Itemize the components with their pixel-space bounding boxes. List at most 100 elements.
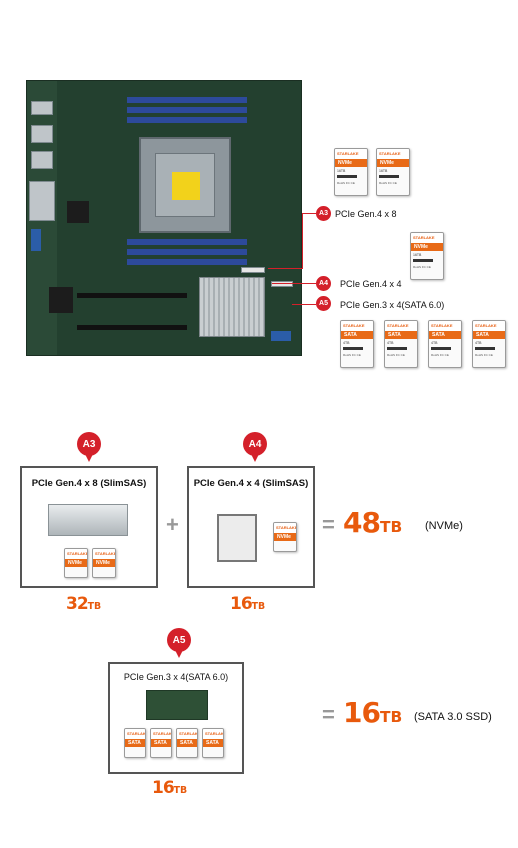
nvme-ssd-thumb: STARLAKE NVMe — [92, 548, 116, 578]
ssd-cert: RoHS FC CE — [387, 353, 405, 357]
callout-line-a4 — [272, 283, 316, 284]
sata-port — [271, 331, 291, 341]
sata-ssd-card: STARLAKE SATA 4TB RoHS FC CE — [340, 320, 374, 368]
chipset-heatsink — [199, 277, 265, 337]
ssd-capacity: 4TB — [431, 341, 438, 345]
ssd-cert: RoHS FC CE — [343, 353, 361, 357]
nvme-ssd-thumb: STARLAKE NVMe — [273, 522, 297, 552]
ssd-brand: STARLAKE — [125, 729, 145, 739]
motherboard-image — [26, 80, 302, 356]
ssd-cert: RoHS FC CE — [431, 353, 449, 357]
pin-label: A4 — [243, 432, 267, 456]
ssd-brand: STARLAKE — [429, 321, 461, 331]
config-title-a3: PCIe Gen.4 x 8 (SlimSAS) — [31, 478, 147, 489]
ssd-capacity: 16TB — [413, 253, 422, 257]
sata-total-note: (SATA 3.0 SSD) — [414, 711, 492, 723]
sata-board-closeup — [146, 690, 208, 720]
capacity-a3-number: 32 — [66, 594, 89, 614]
dimm-slot — [127, 249, 247, 255]
ssd-type: SATA — [125, 739, 145, 747]
sata-ssd-thumb: STARLAKE SATA — [124, 728, 146, 758]
callout-badge-a4: A4 — [316, 276, 331, 291]
pin-label: A3 — [77, 432, 101, 456]
capacity-a5-number: 16 — [152, 778, 175, 798]
ssd-type: SATA — [429, 331, 461, 339]
capacity-a3-unit: TB — [87, 601, 102, 612]
plus-sign: + — [166, 512, 179, 537]
ssd-brand: STARLAKE — [177, 729, 197, 739]
slimsas-connector-image — [48, 504, 128, 536]
lan-port — [31, 151, 53, 169]
sata-ssd-thumb: STARLAKE SATA — [202, 728, 224, 758]
usb-port — [31, 101, 53, 115]
callout-line-a5 — [292, 304, 316, 305]
ssd-type: NVMe — [93, 559, 115, 567]
ssd-brand: STARLAKE — [203, 729, 223, 739]
ssd-capacity: 16TB — [337, 169, 346, 173]
callout-badge-a3: A3 — [316, 206, 331, 221]
config-title-a5: PCIe Gen.3 x 4(SATA 6.0) — [123, 672, 229, 682]
ssd-type: SATA — [177, 739, 197, 747]
nvme-ssd-thumb: STARLAKE NVMe — [64, 548, 88, 578]
nvme-total-unit: TB — [379, 518, 403, 536]
nvme-ssd-card: STARLAKE NVMe 16TB RoHS FC CE — [376, 148, 410, 196]
ssd-type: SATA — [341, 331, 373, 339]
dimm-slot — [127, 239, 247, 245]
config-title-a4: PCIe Gen.4 x 4 (SlimSAS) — [193, 478, 309, 489]
callout-line-a3 — [268, 268, 303, 269]
ssd-capacity: 16TB — [379, 169, 388, 173]
ssd-cert: RoHS FC CE — [475, 353, 493, 357]
sata-ssd-thumb: STARLAKE SATA — [176, 728, 198, 758]
dimm-slot — [127, 107, 247, 113]
slimsas-connector — [271, 281, 293, 287]
sata-ssd-thumb: STARLAKE SATA — [150, 728, 172, 758]
sfp-cage — [29, 181, 55, 221]
ssd-barcode — [475, 347, 495, 350]
location-pin-a5: A5 — [167, 628, 191, 660]
capacity-a5-unit: TB — [173, 785, 188, 796]
ssd-brand: STARLAKE — [411, 233, 443, 243]
sata-total-number: 16 — [343, 696, 381, 729]
sata-ssd-card: STARLAKE SATA 4TB RoHS FC CE — [428, 320, 462, 368]
sata-total-capacity: 16TB — [343, 696, 402, 729]
nvme-total-number: 48 — [343, 506, 381, 539]
ssd-brand: STARLAKE — [341, 321, 373, 331]
equals-sign: = — [322, 512, 335, 537]
dimm-slot — [127, 97, 247, 103]
pin-label: A5 — [167, 628, 191, 652]
capacity-a4-number: 16 — [230, 594, 253, 614]
config-box-a3: PCIe Gen.4 x 8 (SlimSAS) STARLAKE NVMe S… — [20, 466, 158, 588]
capacity-a4-unit: TB — [251, 601, 266, 612]
nvme-ssd-card: STARLAKE NVMe 16TB RoHS FC CE — [334, 148, 368, 196]
callout-badge-a5: A5 — [316, 296, 331, 311]
ssd-cert: RoHS FC CE — [413, 265, 431, 269]
chip — [67, 201, 89, 223]
config-box-a4: PCIe Gen.4 x 4 (SlimSAS) STARLAKE NVMe — [187, 466, 315, 588]
ssd-type: NVMe — [377, 159, 409, 167]
ssd-brand: STARLAKE — [473, 321, 505, 331]
ssd-capacity: 4TB — [387, 341, 394, 345]
ssd-type: SATA — [151, 739, 171, 747]
ssd-barcode — [379, 175, 399, 178]
location-pin-a3: A3 — [77, 432, 101, 464]
equals-sign: = — [322, 702, 335, 727]
dimm-slot — [127, 117, 247, 123]
dimm-slot — [127, 259, 247, 265]
ssd-type: SATA — [203, 739, 223, 747]
config-box-a5: PCIe Gen.3 x 4(SATA 6.0) STARLAKE SATA S… — [108, 662, 244, 774]
ssd-barcode — [337, 175, 357, 178]
sata-ssd-card: STARLAKE SATA 4TB RoHS FC CE — [384, 320, 418, 368]
capacity-a3: 32TB — [66, 594, 101, 614]
callout-label-a3: PCIe Gen.4 x 8 — [335, 209, 397, 219]
drive-cage-image — [217, 514, 257, 562]
ssd-cert: RoHS FC CE — [337, 181, 355, 185]
ssd-barcode — [387, 347, 407, 350]
ssd-capacity: 4TB — [343, 341, 350, 345]
capacity-a5: 16TB — [152, 778, 187, 798]
ssd-brand: STARLAKE — [93, 549, 115, 559]
location-pin-a4: A4 — [243, 432, 267, 464]
capacity-a4: 16TB — [230, 594, 265, 614]
chip — [49, 287, 73, 313]
ssd-barcode — [343, 347, 363, 350]
nvme-ssd-card: STARLAKE NVMe 16TB RoHS FC CE — [410, 232, 444, 280]
